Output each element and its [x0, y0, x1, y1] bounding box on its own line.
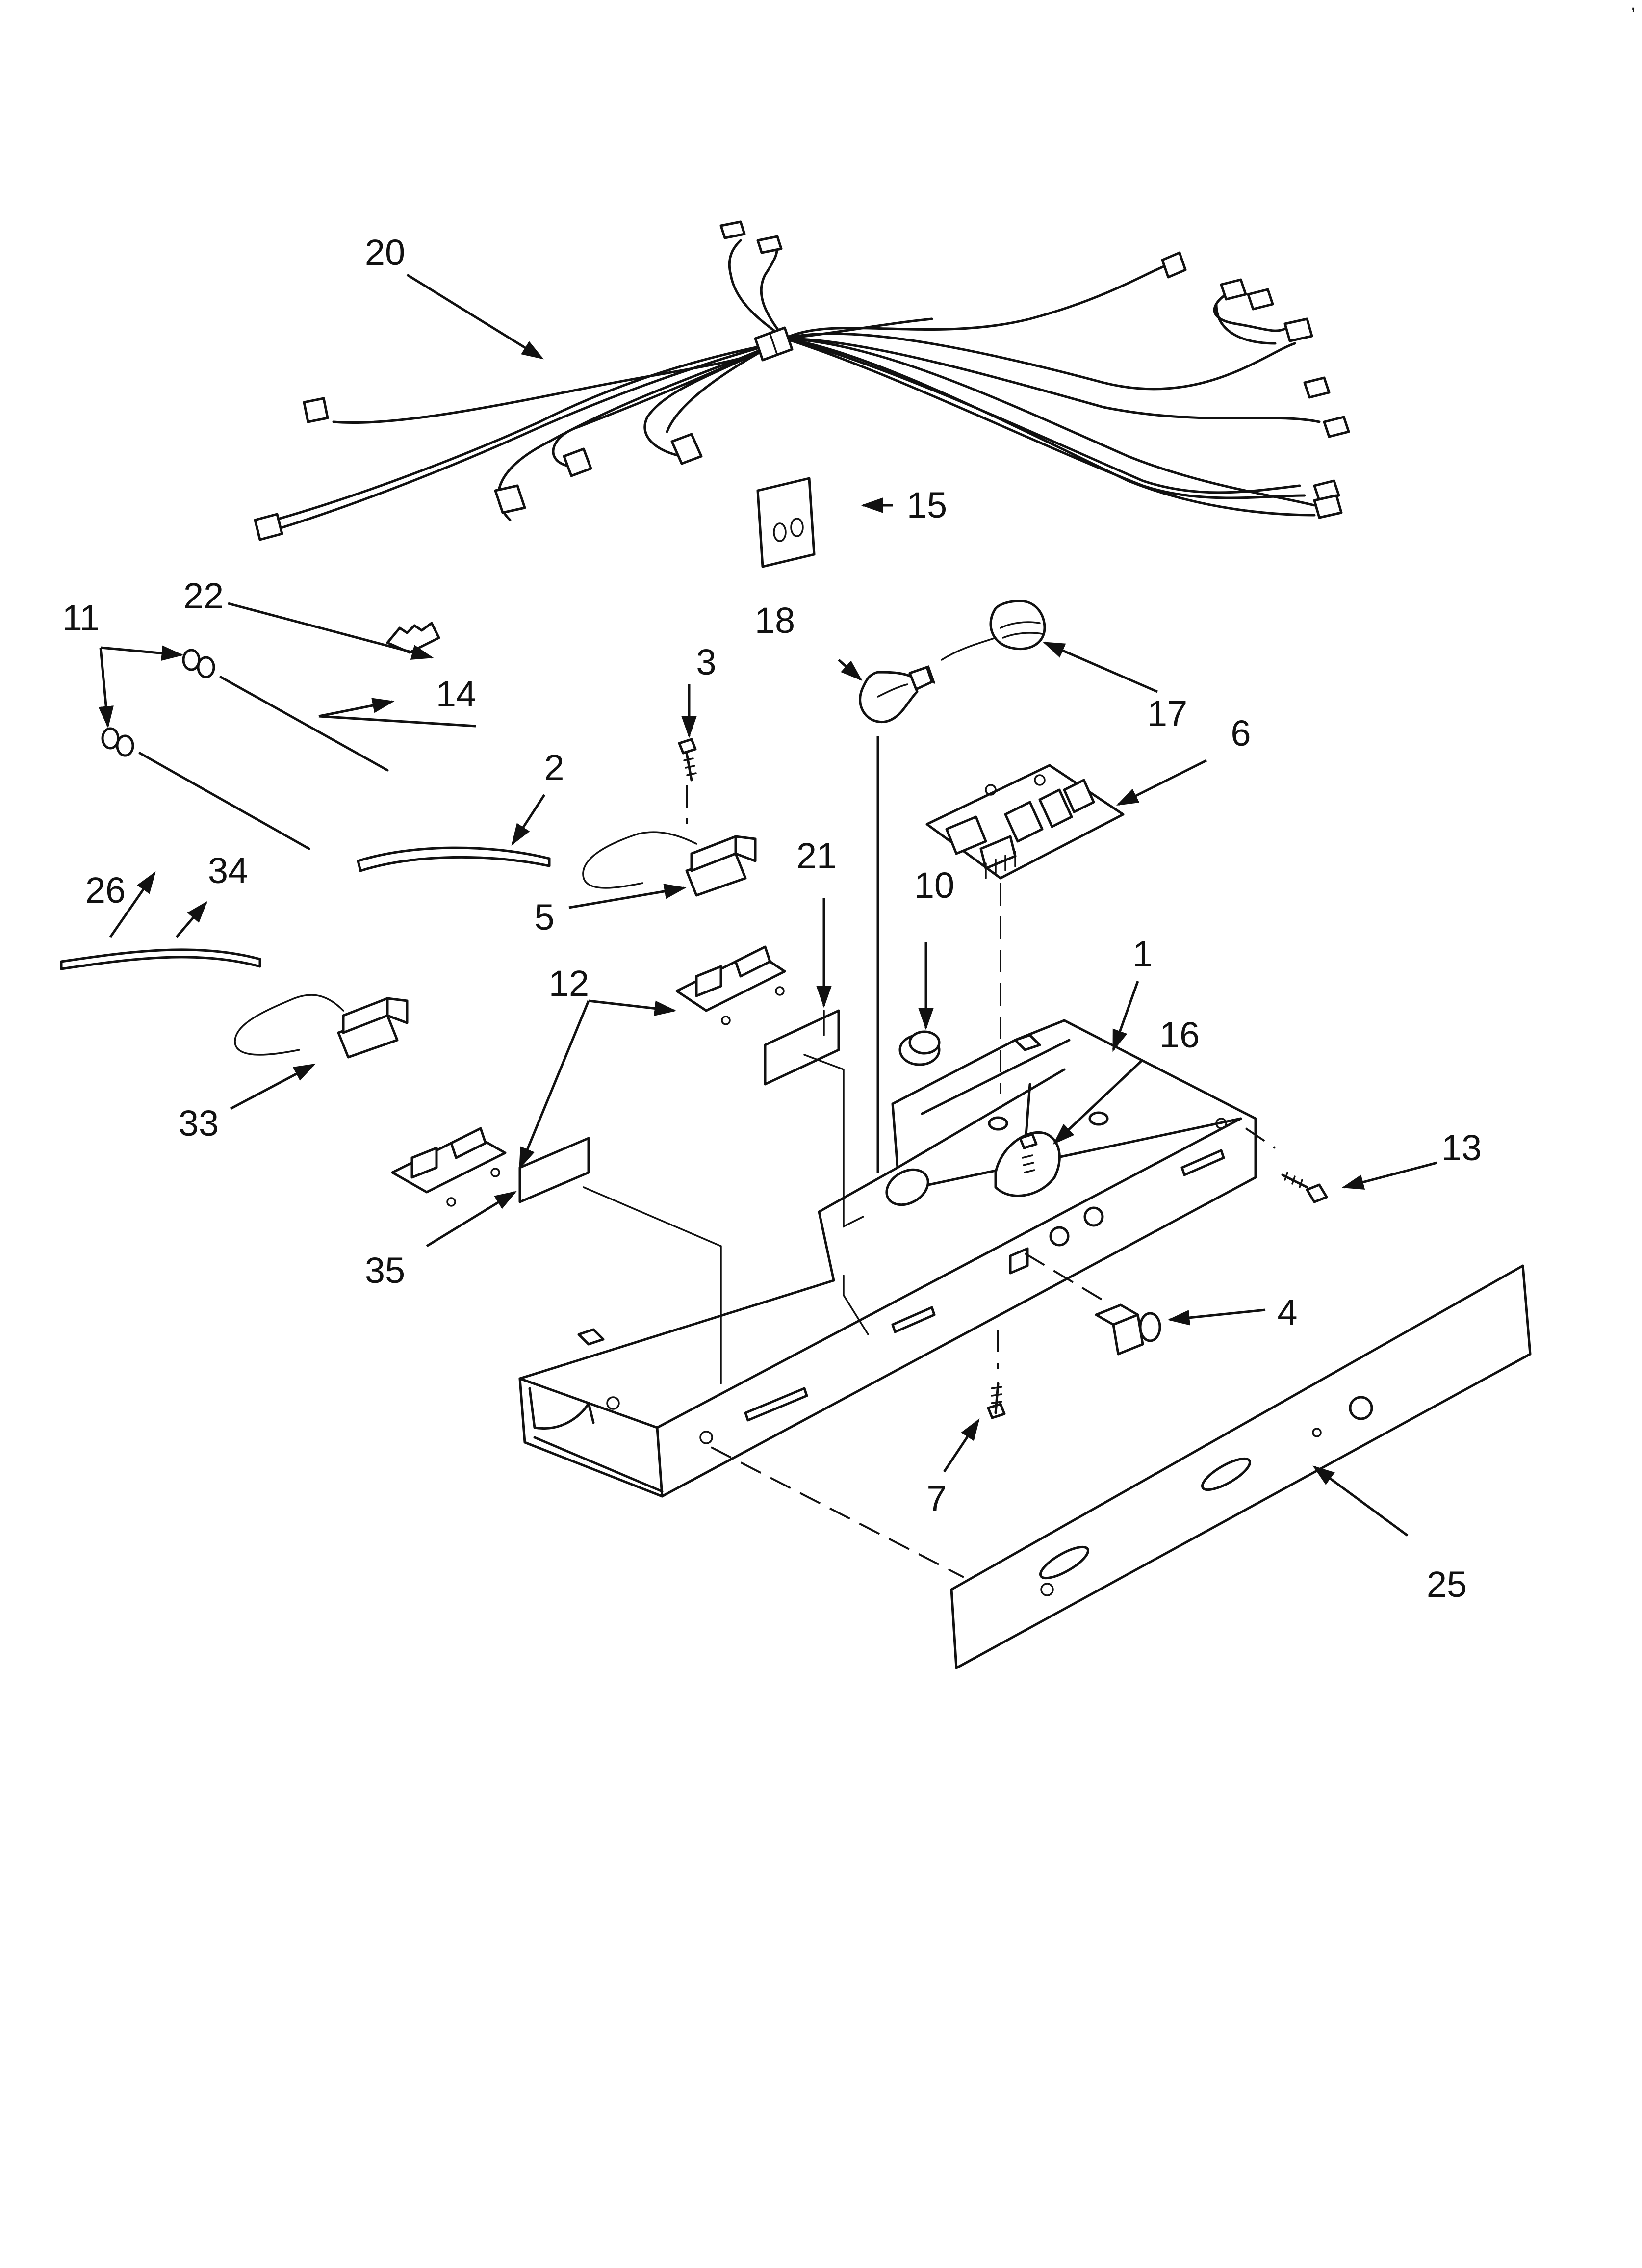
callout-10: 10	[914, 865, 954, 906]
switch-knob	[1095, 1303, 1161, 1356]
control-housing	[518, 1019, 1257, 1498]
tube-34	[60, 948, 261, 970]
screw-13	[1281, 1172, 1328, 1203]
mounting-plate	[756, 477, 816, 568]
sensor-tube-lower	[101, 727, 310, 850]
callout-20: 20	[365, 232, 405, 273]
wire-harness	[254, 220, 1350, 541]
callout-22: 22	[183, 575, 224, 616]
callout-13: 13	[1441, 1127, 1482, 1168]
light-bulb	[859, 665, 935, 723]
callout-1: 1	[1132, 934, 1153, 974]
screw-7	[987, 1382, 1006, 1419]
callout-leaders	[98, 273, 1437, 1537]
callout-11: 11	[62, 598, 100, 638]
screw-3	[678, 738, 697, 782]
control-board	[925, 764, 1125, 880]
callout-15: 15	[907, 485, 947, 525]
callout-34: 34	[208, 850, 248, 891]
callout-3: 3	[696, 642, 716, 682]
button-10	[898, 1030, 941, 1066]
damper-bracket-upper	[675, 945, 786, 1025]
switch-5	[582, 831, 757, 897]
sensor-tube-upper	[182, 649, 389, 772]
lamp-socket	[941, 600, 1046, 661]
callout-4: 4	[1277, 1292, 1297, 1332]
callout-12: 12	[549, 963, 589, 1004]
callout-25: 25	[1427, 1564, 1467, 1605]
callout-35: 35	[365, 1250, 405, 1291]
callout-18: 18	[755, 600, 795, 641]
switch-33	[234, 994, 409, 1059]
callout-21: 21	[796, 835, 837, 876]
callout-labels: 20 15 18 17 6 11 22 14 3 2 5 26 34 21 10…	[62, 232, 1482, 1605]
callout-2: 2	[544, 747, 564, 788]
callout-16: 16	[1159, 1015, 1200, 1055]
damper-bracket-lower	[391, 1127, 507, 1207]
alignment-lines	[583, 736, 1276, 1578]
callout-17: 17	[1147, 693, 1187, 734]
label-35	[518, 1137, 590, 1203]
callout-14: 14	[436, 674, 476, 714]
callout-7: 7	[926, 1478, 947, 1519]
callout-26: 26	[85, 870, 126, 911]
callout-5: 5	[534, 897, 554, 938]
label-21	[764, 1009, 840, 1086]
drain-tube	[357, 846, 551, 872]
screw-16	[1019, 1133, 1038, 1149]
callout-33: 33	[179, 1103, 219, 1144]
svg-text:,: ,	[1630, 0, 1636, 14]
control-panel-front	[950, 1264, 1532, 1669]
callout-6: 6	[1231, 713, 1251, 754]
